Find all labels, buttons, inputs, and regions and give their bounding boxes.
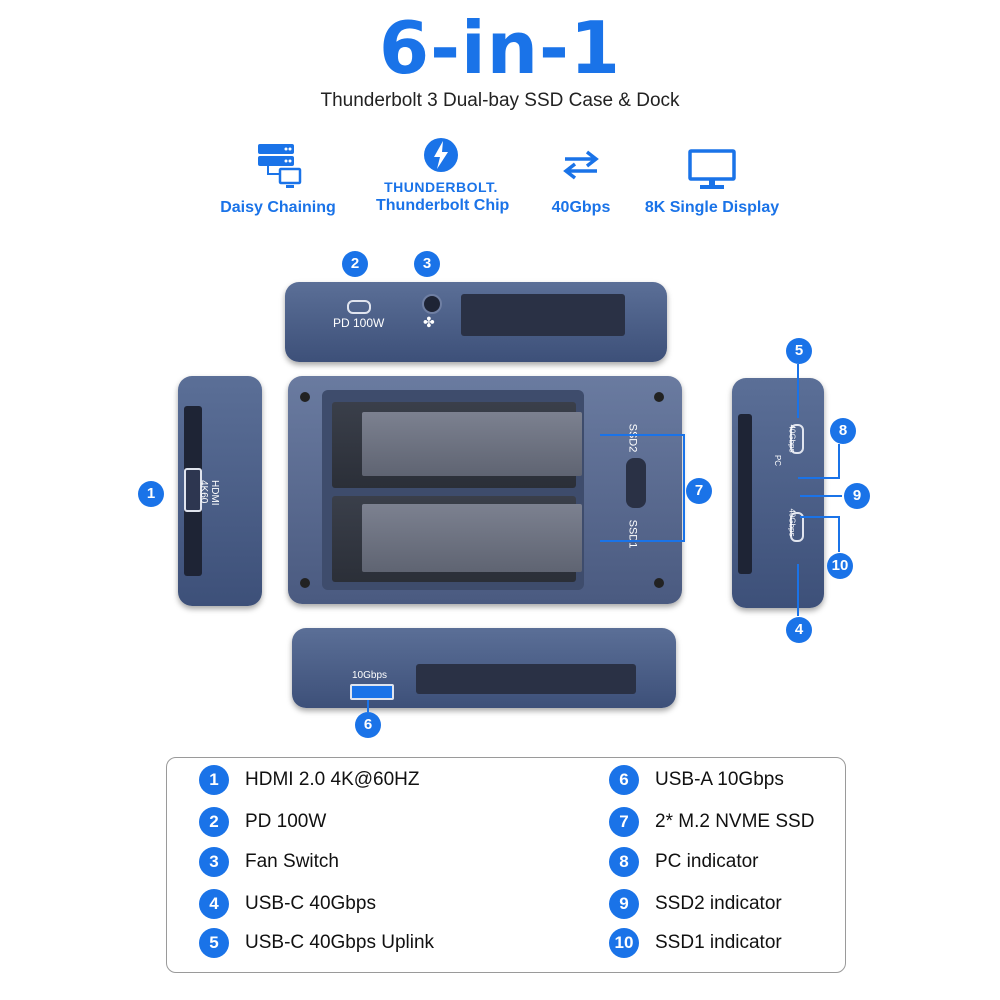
legend-text: USB-C 40Gbps Uplink	[245, 932, 435, 953]
thunderbolt-icon	[424, 138, 458, 172]
page-subtitle: Thunderbolt 3 Dual-bay SSD Case & Dock	[320, 90, 680, 111]
hdmi-port	[184, 468, 202, 512]
ssd-latch	[626, 458, 646, 508]
ssd2-heatsink	[362, 412, 582, 476]
legend-text: SSD1 indicator	[655, 932, 782, 953]
device-top-panel: PD 100W ✤	[285, 282, 667, 362]
usb-c-downstream-port	[790, 512, 804, 542]
legend-item-6: 6 USB-A 10Gbps	[609, 765, 784, 795]
legend-item-4: 4 USB-C 40Gbps	[199, 889, 376, 919]
fan-switch-button	[422, 294, 442, 314]
callout-2: 2	[342, 251, 368, 277]
feature-daisy-chaining: Daisy Chaining	[218, 142, 338, 217]
callout-line	[838, 444, 840, 478]
screw	[300, 578, 310, 588]
legend-number: 8	[609, 847, 639, 877]
callout-line	[367, 700, 369, 712]
feature-label: Daisy Chaining	[220, 199, 336, 216]
callout-line	[797, 564, 799, 616]
legend-item-8: 8 PC indicator	[609, 847, 759, 877]
fan-icon: ✤	[423, 314, 435, 330]
callout-line	[600, 434, 684, 436]
legend-text: HDMI 2.0 4K@60HZ	[245, 769, 420, 790]
legend-number: 10	[609, 928, 639, 958]
legend-text: SSD2 indicator	[655, 893, 782, 914]
legend-text: Fan Switch	[245, 851, 339, 872]
callout-line	[838, 516, 840, 552]
legend-text: PC indicator	[655, 851, 759, 872]
legend-item-1: 1 HDMI 2.0 4K@60HZ	[199, 765, 420, 795]
usb-a-port	[350, 684, 394, 700]
device-right-panel: PC 40Gbps 40Gbps	[732, 378, 824, 608]
ssd1-heatsink	[362, 504, 582, 572]
monitor-icon	[688, 149, 736, 189]
callout-line	[600, 540, 684, 542]
callout-6: 6	[355, 712, 381, 738]
callout-5: 5	[786, 338, 812, 364]
callout-4: 4	[786, 617, 812, 643]
callout-line	[798, 477, 840, 479]
port-speed-label: 40Gbps	[787, 424, 797, 453]
legend-text: USB-C 40Gbps	[245, 893, 376, 914]
pc-indicator-label: PC	[773, 454, 783, 467]
feature-label: 40Gbps	[551, 199, 611, 216]
legend-text: USB-A 10Gbps	[655, 769, 784, 790]
callout-line	[683, 434, 685, 542]
legend-text: 2* M.2 NVME SSD	[655, 811, 815, 832]
legend-number: 5	[199, 928, 229, 958]
callout-line	[797, 364, 799, 418]
legend-item-5: 5 USB-C 40Gbps Uplink	[199, 928, 434, 958]
callout-1: 1	[138, 481, 164, 507]
right-vent	[738, 414, 752, 574]
top-vent	[461, 294, 625, 336]
legend-number: 9	[609, 889, 639, 919]
legend-item-10: 10 SSD1 indicator	[609, 928, 782, 958]
legend-number: 7	[609, 807, 639, 837]
legend-number: 6	[609, 765, 639, 795]
callout-10: 10	[827, 553, 853, 579]
thunderbolt-brand-text: THUNDERBOLT.	[384, 179, 498, 195]
screw	[300, 392, 310, 402]
ssd1-label: SSD1	[626, 519, 639, 549]
screw	[654, 578, 664, 588]
page-title: 6-in-1	[379, 6, 621, 90]
legend-number: 3	[199, 847, 229, 877]
usb-c-uplink-port	[790, 424, 804, 454]
device-left-panel: HDMI 4K60	[178, 376, 262, 606]
feature-label: Thunderbolt Chip	[376, 197, 510, 214]
legend-number: 2	[199, 807, 229, 837]
usb-a-speed-label: 10Gbps	[352, 670, 388, 681]
legend-item-7: 7 2* M.2 NVME SSD	[609, 807, 814, 837]
legend-item-2: 2 PD 100W	[199, 807, 326, 837]
usb-c-pd-port	[347, 300, 371, 314]
legend-number: 1	[199, 765, 229, 795]
bottom-vent	[416, 664, 636, 694]
feature-40gbps: 40Gbps	[536, 148, 626, 217]
transfer-arrows-icon	[563, 150, 599, 180]
device-bottom-panel: 10Gbps	[292, 628, 676, 708]
server-chain-icon	[258, 144, 302, 188]
pd-port-label: PD 100W	[333, 316, 385, 330]
callout-3: 3	[414, 251, 440, 277]
callout-8: 8	[830, 418, 856, 444]
callout-line	[800, 516, 840, 518]
hdmi-port-label: HDMI 4K60	[198, 480, 220, 506]
feature-label: 8K Single Display	[644, 199, 780, 216]
ssd2-label: SSD2	[626, 423, 639, 453]
callout-7: 7	[686, 478, 712, 504]
feature-thunderbolt: THUNDERBOLT. Thunderbolt Chip	[376, 136, 510, 215]
legend-number: 4	[199, 889, 229, 919]
legend-box: 1 HDMI 2.0 4K@60HZ 2 PD 100W 3 Fan Switc…	[166, 757, 846, 973]
device-ssd-bay: SSD2 SSD1	[288, 376, 682, 604]
screw	[654, 392, 664, 402]
callout-9: 9	[844, 483, 870, 509]
port-speed-label: 40Gbps	[787, 508, 797, 537]
callout-line	[800, 495, 842, 497]
feature-8k-display: 8K Single Display	[636, 148, 788, 217]
legend-text: PD 100W	[245, 811, 327, 832]
legend-item-3: 3 Fan Switch	[199, 847, 339, 877]
legend-item-9: 9 SSD2 indicator	[609, 889, 782, 919]
